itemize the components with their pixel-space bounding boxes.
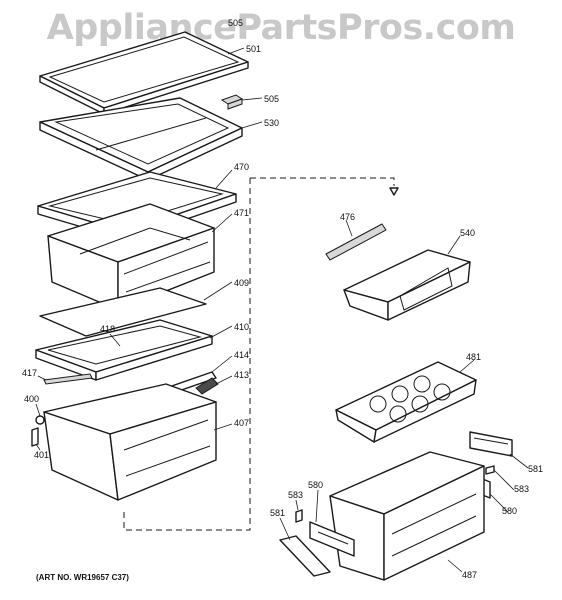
roller-413 <box>195 377 219 395</box>
shelf-frame-530 <box>39 97 243 181</box>
callout-487: 487 <box>462 570 477 580</box>
rail-left-581 <box>279 535 331 577</box>
callout-470: 470 <box>234 162 249 172</box>
trim-strip-476 <box>325 223 387 261</box>
callout-540: 540 <box>460 228 475 238</box>
glass-panel-409 <box>39 287 207 337</box>
callout-580-left: 580 <box>308 480 323 490</box>
callout-409: 409 <box>234 278 249 288</box>
callout-413: 413 <box>234 370 249 380</box>
callout-505-top: 505 <box>228 18 243 28</box>
callout-505: 505 <box>264 94 279 104</box>
callout-530: 530 <box>264 118 279 128</box>
callout-414: 414 <box>234 350 249 360</box>
callout-400: 400 <box>24 394 39 404</box>
callout-581-left: 581 <box>270 508 285 518</box>
callout-580-right: 580 <box>502 506 517 516</box>
callout-401: 401 <box>34 450 49 460</box>
shelf-clip-505 <box>220 94 244 110</box>
callout-481: 481 <box>466 352 481 362</box>
callout-476: 476 <box>340 212 355 222</box>
glass-shelf-501 <box>39 31 249 115</box>
callout-471: 471 <box>234 208 249 218</box>
rod-417 <box>43 373 93 385</box>
lower-pan-487 <box>329 451 485 581</box>
screw-401 <box>31 427 39 447</box>
callout-418: 418 <box>100 324 115 334</box>
reference-dashed-path <box>123 177 399 531</box>
callout-410: 410 <box>234 322 249 332</box>
callout-581-right: 581 <box>528 464 543 474</box>
egg-cover-481 <box>335 361 477 443</box>
deli-drawer-540 <box>343 249 471 321</box>
slide-left-580 <box>309 521 355 557</box>
drawer-frame-410 <box>35 319 213 381</box>
callout-583-left: 583 <box>288 490 303 500</box>
art-number: (ART NO. WR19657 C37) <box>36 573 129 582</box>
screw-left-583 <box>295 509 303 523</box>
washer-400 <box>35 415 45 425</box>
callout-583-right: 583 <box>514 484 529 494</box>
screw-right-583 <box>485 465 495 475</box>
callout-417: 417 <box>22 368 37 378</box>
callout-407: 407 <box>234 418 249 428</box>
lower-drawer-407 <box>43 383 217 501</box>
callout-501: 501 <box>246 44 261 54</box>
leader-lines <box>35 47 529 573</box>
rail-right-581 <box>469 431 513 457</box>
